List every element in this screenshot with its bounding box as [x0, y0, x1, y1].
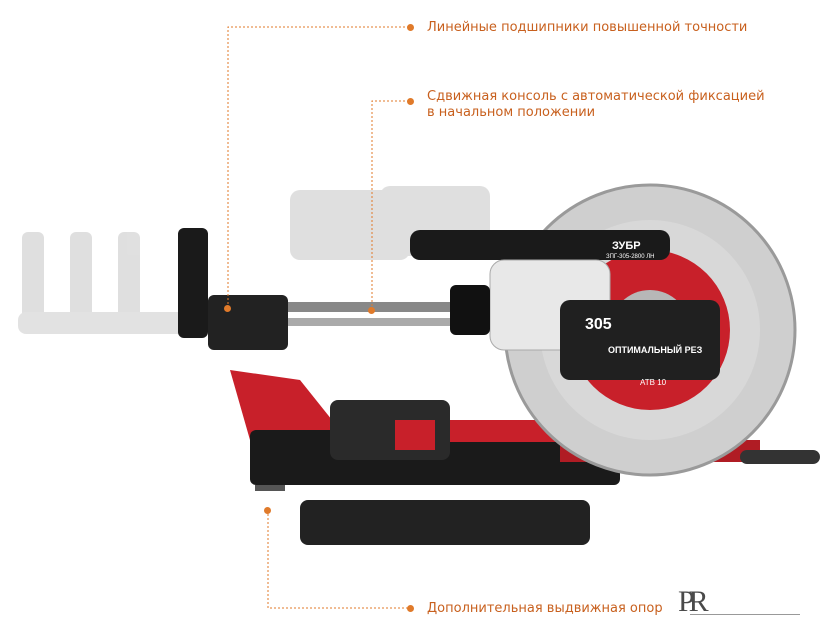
callout-dot-2-end — [407, 98, 414, 105]
callout-linear-bearings: Линейные подшипники повышенной точности — [427, 20, 748, 35]
blade-caption: ОПТИМАЛЬНЫЙ РЕЗ — [608, 345, 703, 355]
blade-teeth-label: ATB 10 — [640, 378, 667, 387]
model-label: ЗПГ-305-2800 ЛН — [606, 254, 655, 260]
callout-dot-1-end — [407, 24, 414, 31]
callout-dot-3 — [264, 507, 271, 514]
callout-sliding-console: Сдвижная консоль с автоматической фиксац… — [427, 89, 765, 104]
callout-extra-support: Дополнительная выдвижная опор — [427, 601, 663, 616]
blade-size-label: 305 — [585, 316, 612, 333]
callout-dot-1 — [224, 305, 231, 312]
callout-sliding-console-line2: в начальном положении — [427, 105, 596, 120]
callout-dot-3-end — [407, 605, 414, 612]
brand-badge: ЗУБР — [612, 240, 641, 252]
callout-dot-2 — [368, 307, 375, 314]
watermark-underline — [690, 614, 800, 615]
